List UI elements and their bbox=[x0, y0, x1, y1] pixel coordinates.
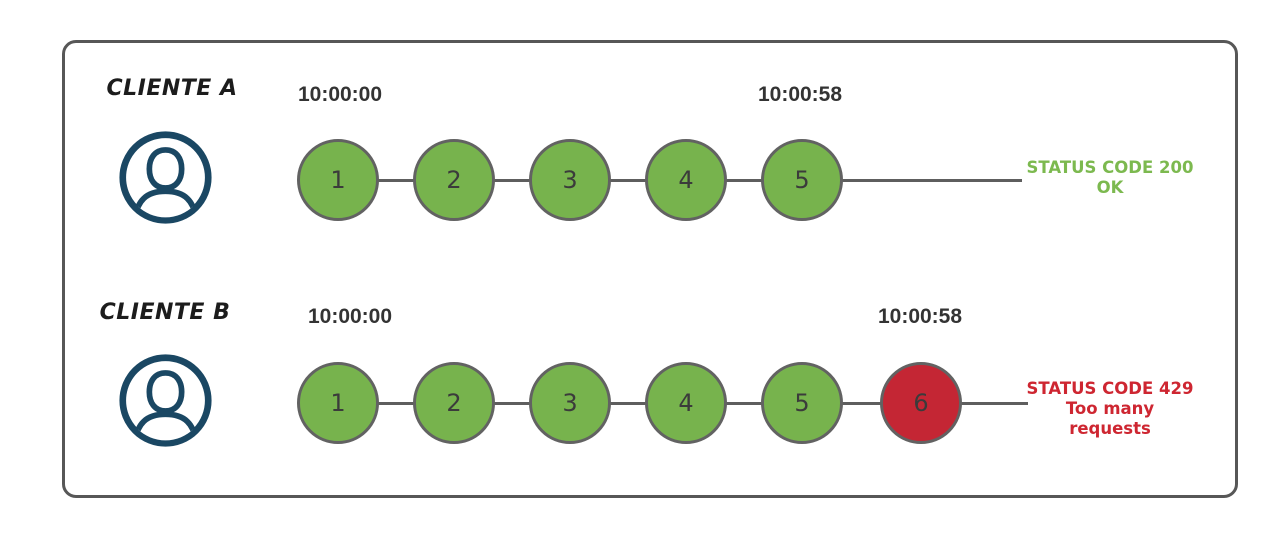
request-number: 3 bbox=[562, 166, 578, 194]
request-circle: 1 bbox=[297, 362, 379, 444]
request-number: 4 bbox=[678, 389, 694, 417]
request-circle: 4 bbox=[645, 139, 727, 221]
row-a-end-timestamp: 10:00:58 bbox=[757, 83, 843, 106]
status-code-text: STATUS CODE 200 bbox=[1026, 158, 1194, 177]
request-circle: 3 bbox=[529, 362, 611, 444]
row-b-start-timestamp: 10:00:00 bbox=[307, 305, 393, 328]
request-circle: 2 bbox=[413, 362, 495, 444]
request-number: 3 bbox=[562, 389, 578, 417]
request-circle: 2 bbox=[413, 139, 495, 221]
request-number: 5 bbox=[794, 389, 810, 417]
request-circle: 5 bbox=[761, 362, 843, 444]
status-message-text: OK bbox=[1096, 178, 1124, 197]
client-b-label: CLIENTE B bbox=[99, 300, 231, 325]
request-circle: 4 bbox=[645, 362, 727, 444]
row-a-start-timestamp: 10:00:00 bbox=[297, 83, 383, 106]
request-number: 2 bbox=[446, 166, 462, 194]
request-number: 6 bbox=[913, 389, 929, 417]
request-number: 5 bbox=[794, 166, 810, 194]
row-b-end-timestamp: 10:00:58 bbox=[877, 305, 963, 328]
user-avatar-icon bbox=[119, 354, 212, 447]
request-circle: 1 bbox=[297, 139, 379, 221]
status-code-text: STATUS CODE 429 bbox=[1026, 379, 1194, 398]
request-number: 1 bbox=[330, 166, 346, 194]
status-message-text: Too many requests bbox=[1065, 399, 1155, 438]
request-circle: 5 bbox=[761, 139, 843, 221]
request-number: 2 bbox=[446, 389, 462, 417]
request-number: 4 bbox=[678, 166, 694, 194]
request-circle-blocked: 6 bbox=[880, 362, 962, 444]
client-a-label: CLIENTE A bbox=[106, 76, 238, 101]
row-a-status: STATUS CODE 200 OK bbox=[1026, 158, 1194, 198]
user-avatar-icon bbox=[119, 131, 212, 224]
request-number: 1 bbox=[330, 389, 346, 417]
request-circle: 3 bbox=[529, 139, 611, 221]
row-b-status: STATUS CODE 429 Too many requests bbox=[1026, 379, 1194, 439]
